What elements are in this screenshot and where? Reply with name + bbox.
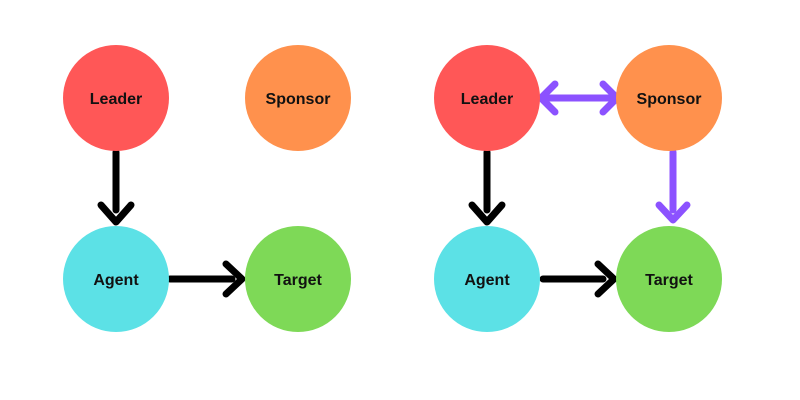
- node-circle: [245, 45, 351, 151]
- left-node-sponsor: Sponsor: [245, 45, 351, 151]
- node-circle: [616, 45, 722, 151]
- node-label: Target: [645, 272, 693, 289]
- node-circle: [434, 226, 540, 332]
- right-node-sponsor: Sponsor: [616, 45, 722, 151]
- arrowhead-right: [594, 260, 618, 298]
- arrowhead-left: [537, 80, 559, 116]
- node-circle: [434, 45, 540, 151]
- node-circle: [63, 226, 169, 332]
- right-edge-leader-sponsor: [537, 80, 621, 116]
- right-diagram: Leader Sponsor Agent Target: [434, 45, 722, 332]
- right-node-target: Target: [616, 226, 722, 332]
- node-circle: [616, 226, 722, 332]
- node-label: Leader: [461, 91, 513, 108]
- left-node-target: Target: [245, 226, 351, 332]
- left-edge-agent-target: [166, 260, 246, 298]
- node-label: Agent: [464, 272, 510, 289]
- right-edge-agent-target: [539, 260, 618, 298]
- arrowhead-right: [222, 260, 246, 298]
- node-label: Agent: [93, 272, 139, 289]
- node-circle: [245, 226, 351, 332]
- left-node-leader: Leader: [63, 45, 169, 151]
- node-label: Leader: [90, 91, 142, 108]
- left-diagram: Leader Sponsor Agent Target: [63, 45, 351, 332]
- left-edge-leader-agent: [97, 148, 135, 226]
- arrowhead-down: [468, 201, 506, 226]
- node-label: Sponsor: [266, 91, 331, 108]
- left-node-agent: Agent: [63, 226, 169, 332]
- right-edge-leader-agent: [468, 148, 506, 226]
- arrowhead-down: [97, 201, 135, 226]
- left-edges: [97, 148, 246, 298]
- right-edge-sponsor-target: [655, 148, 691, 224]
- right-node-leader: Leader: [434, 45, 540, 151]
- arrowhead-down: [655, 201, 691, 224]
- right-node-agent: Agent: [434, 226, 540, 332]
- node-circle: [63, 45, 169, 151]
- node-label: Target: [274, 272, 322, 289]
- node-label: Sponsor: [637, 91, 702, 108]
